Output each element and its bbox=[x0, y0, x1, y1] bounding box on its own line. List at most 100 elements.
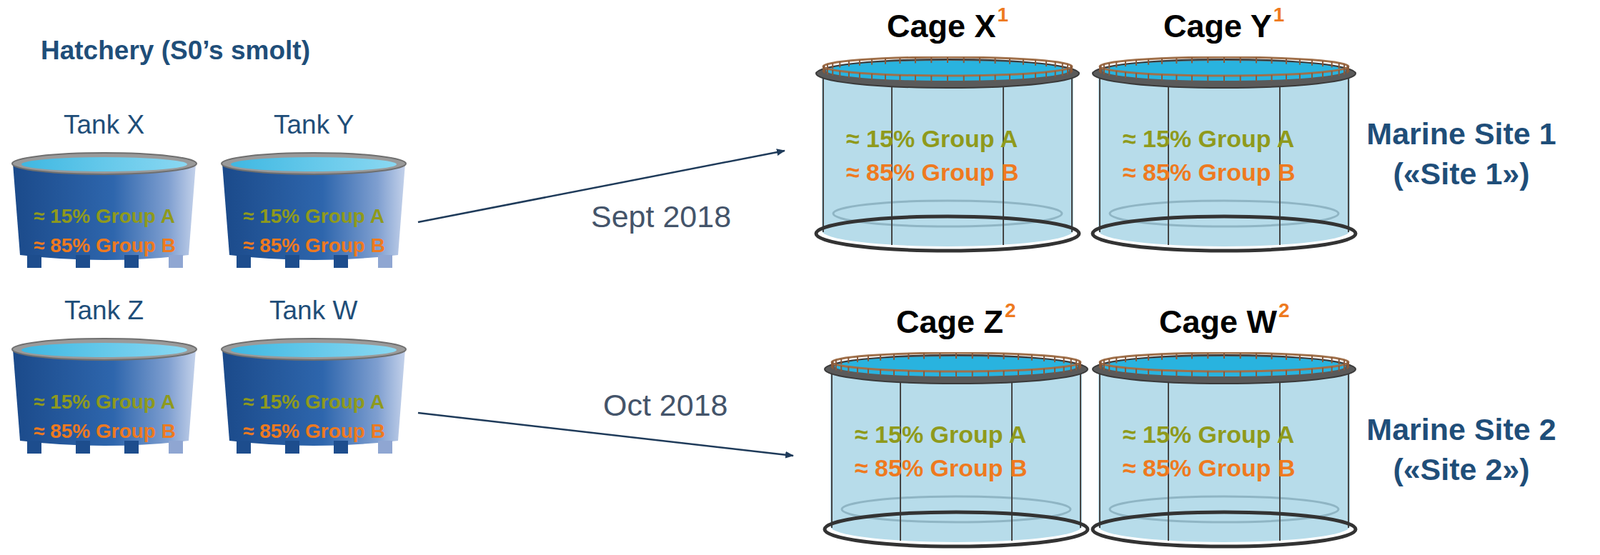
railing-post bbox=[1003, 353, 1005, 360]
railing-post bbox=[1115, 367, 1117, 374]
railing-post bbox=[1147, 59, 1150, 66]
tank-label: Tank X bbox=[63, 110, 145, 141]
railing-post bbox=[955, 371, 957, 378]
tank-foot bbox=[168, 440, 183, 454]
railing-post bbox=[1191, 371, 1193, 378]
tank-label: Tank Y bbox=[273, 110, 354, 141]
tank-foot bbox=[236, 440, 251, 454]
tank-label: Tank Z bbox=[64, 295, 144, 326]
railing-post bbox=[1108, 62, 1110, 69]
railing-post bbox=[840, 358, 842, 365]
railing-post bbox=[831, 62, 834, 69]
railing-post bbox=[1347, 65, 1349, 71]
railing-post bbox=[898, 57, 901, 64]
cage-rope bbox=[1347, 368, 1350, 529]
railing-post bbox=[1108, 365, 1110, 372]
group-share: ≈ 15% Group A bbox=[33, 205, 176, 228]
railing-post bbox=[893, 354, 895, 361]
tank-foot bbox=[27, 255, 42, 268]
railing-post bbox=[1147, 355, 1150, 361]
railing-post bbox=[1099, 65, 1102, 71]
transfer-date: Sept 2018 bbox=[588, 199, 734, 235]
railing-post bbox=[1045, 72, 1047, 78]
railing-post bbox=[987, 353, 990, 359]
railing-post bbox=[1331, 367, 1333, 374]
tank-body bbox=[222, 349, 406, 446]
railing-post bbox=[1299, 73, 1301, 80]
railing-post bbox=[1070, 358, 1072, 365]
site-label: Marine Site 2 («Site 2») bbox=[1354, 410, 1569, 491]
railing-post bbox=[1124, 368, 1127, 374]
railing-post bbox=[1338, 62, 1340, 69]
footnote-number: 2 bbox=[1004, 299, 1017, 323]
cage-bottom-ring bbox=[1092, 216, 1356, 251]
tank-foot bbox=[378, 255, 393, 268]
railing-post bbox=[1223, 371, 1225, 378]
railing-post bbox=[1343, 64, 1345, 71]
tank-rim bbox=[12, 152, 197, 175]
railing-post bbox=[1115, 71, 1117, 78]
railing-post bbox=[1239, 57, 1242, 63]
railing-post bbox=[1003, 370, 1005, 377]
cage-illustration bbox=[1089, 352, 1359, 549]
tank-foot bbox=[285, 440, 300, 454]
railing-post bbox=[1255, 75, 1257, 82]
railing-post bbox=[1034, 72, 1037, 79]
railing-post bbox=[963, 75, 965, 82]
railing-post bbox=[1061, 70, 1064, 76]
railing-post bbox=[979, 57, 981, 63]
railing-post bbox=[1147, 369, 1150, 376]
tank-foot bbox=[333, 255, 349, 268]
cage-rope bbox=[831, 368, 833, 529]
railing-post bbox=[1108, 358, 1110, 365]
railing-post bbox=[1017, 370, 1020, 376]
railing-post bbox=[1271, 75, 1273, 81]
cage-title: Cage Z2 bbox=[896, 303, 1017, 341]
cage-railing bbox=[1099, 353, 1349, 372]
cage-rope bbox=[1099, 72, 1101, 233]
sea-cage: Cage Y1≈ 15% Group A≈ 85% Group B bbox=[1089, 3, 1359, 256]
railing-post bbox=[831, 360, 834, 367]
railing-post bbox=[884, 58, 887, 65]
railing-post bbox=[1299, 59, 1301, 66]
cage-net bbox=[830, 368, 1082, 527]
railing-post bbox=[938, 353, 941, 359]
railing-post bbox=[1343, 360, 1345, 366]
cage-railing bbox=[1099, 57, 1349, 76]
railing-post bbox=[867, 368, 869, 375]
railing-post bbox=[1271, 353, 1273, 360]
railing-post bbox=[1115, 62, 1117, 68]
railing-post bbox=[914, 57, 917, 63]
railing-post bbox=[1311, 72, 1313, 79]
cage-title: Cage X1 bbox=[886, 7, 1009, 46]
cage-bottom-inner bbox=[1109, 200, 1339, 227]
railing-post bbox=[1338, 70, 1340, 76]
railing-post bbox=[1311, 60, 1313, 66]
railing-post bbox=[1239, 371, 1242, 378]
railing-post bbox=[893, 370, 895, 376]
railing-post bbox=[1022, 73, 1025, 80]
railing-post bbox=[1161, 58, 1163, 65]
hatchery-tank: Tank Z≈ 15% Group A≈ 85% Group B bbox=[10, 292, 199, 456]
transfer-date: Oct 2018 bbox=[600, 388, 732, 424]
railing-post bbox=[1322, 368, 1324, 374]
group-share: ≈ 85% Group B bbox=[33, 234, 176, 258]
railing-post bbox=[923, 371, 925, 378]
cage-name: Cage X bbox=[886, 7, 997, 46]
railing-post bbox=[1206, 353, 1209, 359]
railing-post bbox=[1045, 60, 1047, 67]
tank-rim bbox=[221, 152, 406, 175]
railing-post bbox=[1299, 355, 1301, 361]
group-share: ≈ 85% Group B bbox=[33, 420, 176, 444]
tank-body bbox=[12, 163, 196, 261]
cage-water bbox=[1102, 356, 1346, 377]
railing-post bbox=[1061, 62, 1064, 69]
railing-post bbox=[930, 75, 932, 82]
railing-post bbox=[884, 74, 887, 81]
cage-illustration bbox=[813, 56, 1082, 253]
tank-rim bbox=[12, 338, 197, 361]
railing-post bbox=[1223, 75, 1225, 82]
cage-rope bbox=[1071, 72, 1073, 233]
railing-post bbox=[848, 72, 850, 78]
railing-post bbox=[946, 57, 949, 63]
